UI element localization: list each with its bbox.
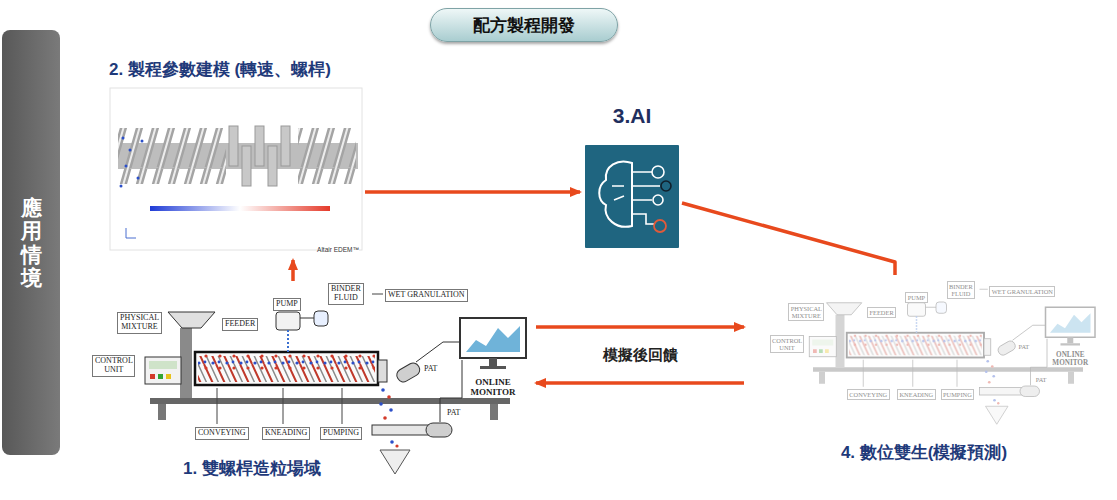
part-label: PHYSICAL MIXTURE	[788, 303, 824, 321]
circuit-node	[654, 220, 666, 232]
zone-label: KNEADING	[897, 389, 936, 400]
circuit-line	[632, 172, 660, 224]
speed-colour-bar	[150, 206, 330, 211]
part-label: FEEDER	[867, 307, 896, 318]
section-heading: 3.AI	[613, 104, 652, 128]
part-label: FEEDER	[222, 318, 258, 331]
kneading-block	[242, 146, 251, 186]
digital-twin-rig	[809, 289, 1095, 424]
part-label: CONTROL UNIT	[770, 335, 805, 353]
screw-flights	[118, 128, 226, 184]
brain-outline	[599, 162, 632, 227]
part-label: CONTROL UNIT	[92, 355, 135, 377]
zone-label: CONVEYING	[195, 427, 249, 440]
kneading-block	[268, 146, 277, 186]
title-text: 配方製程開發	[473, 14, 575, 37]
particle	[120, 185, 123, 188]
flow-arrow	[291, 260, 295, 281]
granulator-rig	[145, 294, 526, 474]
zone-label: PUMPING	[320, 427, 362, 440]
zone-label: KNEADING	[262, 427, 310, 440]
axis-glyph	[126, 228, 136, 238]
kneading-block	[229, 126, 238, 166]
process-label: WET GRANULATION	[989, 286, 1055, 297]
particle	[137, 177, 140, 180]
sensor-label: PAT	[424, 365, 438, 374]
sensor-label: PAT	[1019, 343, 1030, 350]
part-label: BINDER FLUID	[328, 283, 364, 305]
ai-icon-ground	[585, 145, 679, 248]
section-heading: 1. 雙螺桿造粒場域	[183, 457, 532, 480]
sensor-label: PAT	[447, 409, 461, 418]
field-panel: 1. 雙螺桿造粒場域	[105, 283, 532, 483]
zone-label: CONVEYING	[847, 389, 890, 400]
kneading-block	[255, 126, 264, 166]
flow-arrow	[682, 203, 895, 275]
part-label: PUMP	[273, 298, 301, 311]
part-label: PUMP	[905, 292, 927, 303]
process-label: WET GRANULATION	[385, 289, 468, 302]
ai-node: 3.AI	[583, 100, 681, 250]
kneading-block	[281, 126, 290, 166]
band-label: 應用情境	[21, 196, 42, 288]
screw-flights	[298, 128, 356, 184]
zone-label: PUMPING	[941, 389, 975, 400]
particle	[129, 149, 132, 152]
model-panel: 2. 製程參數建模 (轉速、螺桿) Altair EDEM™	[105, 55, 363, 258]
edge-label: 模擬後回饋	[600, 345, 681, 366]
device-label: ONLINE MONITOR	[471, 378, 516, 398]
flow-arrow	[365, 190, 580, 194]
simulation-frame	[110, 88, 362, 250]
particle	[125, 165, 128, 168]
circuit-node	[661, 181, 671, 191]
section-heading: 4. 數位雙生(模擬預測)	[841, 441, 1007, 464]
flow-arrow	[536, 325, 744, 329]
software-credit: Altair EDEM™	[317, 246, 359, 253]
scenario-band: 應用情境	[2, 30, 60, 455]
device-label: ONLINE MONITOR	[1052, 352, 1088, 368]
circuit-node	[652, 166, 664, 178]
part-label: BINDER FLUID	[947, 281, 976, 299]
section-heading: 2. 製程參數建模 (轉速、螺桿)	[109, 58, 359, 81]
sensor-label: PAT	[1036, 376, 1047, 383]
part-label: PHYSICAL MIXTURE	[117, 312, 162, 334]
circuit-node	[653, 195, 663, 205]
particle	[122, 137, 125, 140]
flow-arrow	[536, 381, 744, 385]
particle	[141, 140, 144, 143]
title-pill: 配方製程開發	[430, 8, 618, 42]
brain-fold	[612, 186, 624, 200]
